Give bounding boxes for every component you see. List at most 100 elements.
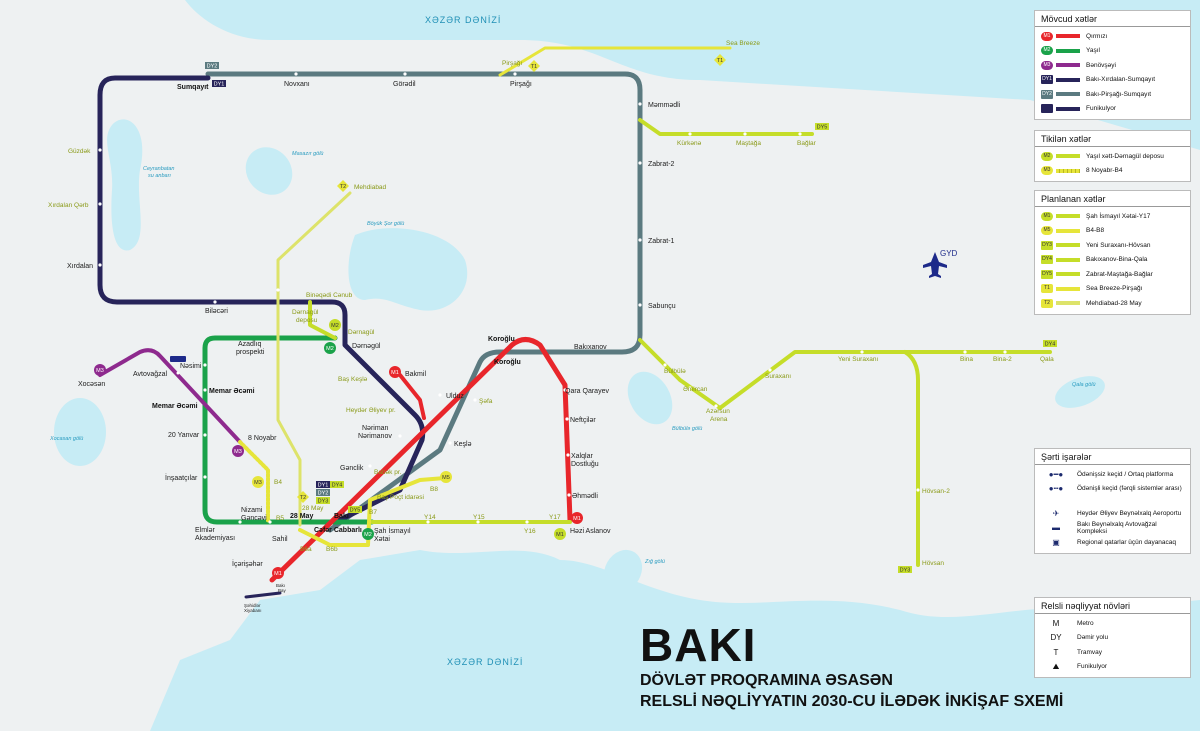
- line-m5: [298, 476, 447, 547]
- station-baki-bay-2: Bay: [278, 588, 287, 593]
- station-mehdiabad: Mehdiabad: [354, 184, 387, 191]
- station-novxani: Novxanı: [284, 81, 310, 88]
- station-darnagul-deposu-2: deposu: [296, 317, 318, 324]
- station-sah-ismayil-1: Şah İsmayıl: [374, 526, 411, 535]
- station-nizami-1: Nizami: [241, 507, 263, 514]
- line-dy2: [205, 71, 643, 533]
- legend-item-free-transfer: ●━●Ödənişsiz keçid / Ortaq platforma: [1041, 467, 1184, 482]
- station-insaatcilar: İnşaatçılar: [165, 473, 198, 482]
- station-b6b: B6b: [326, 546, 338, 553]
- station-bina: Bina: [960, 356, 973, 363]
- metro-icon: M: [1052, 618, 1060, 628]
- station-y14: Y14: [424, 514, 436, 521]
- airport-icon: [923, 252, 947, 278]
- station-azersun-1: Azərsun: [706, 408, 730, 415]
- map-subtitle-1: DÖVLƏT PROQRAMINA ƏSASƏN: [640, 672, 893, 689]
- station-azadliq-1: Azadlıq: [238, 341, 261, 348]
- station-b6a: B6a: [300, 546, 312, 553]
- train-icon: ▣: [1052, 537, 1060, 547]
- station-yeni-suraxani: Yeni Suraxanı: [838, 356, 878, 363]
- legend-item-bus-terminal: ▬Bakı Beynəlxalq Avtovağzal Kompleksi: [1041, 521, 1184, 536]
- station-koroglu-1: Koroğlu: [488, 336, 515, 343]
- badge-dy4-baki: DY4: [332, 483, 343, 489]
- station-xocasan: Xocəsən: [78, 381, 105, 388]
- station-nasimi: Nəsimi: [180, 363, 202, 370]
- station-b7: B7: [369, 509, 377, 516]
- legend-symbols: Şərti işarələr ●━●Ödənişsiz keçid / Orta…: [1034, 448, 1191, 554]
- railway-icon: DY: [1050, 633, 1062, 643]
- station-sumqayit: Sumqayıt: [177, 84, 209, 91]
- station-memar-acami-2: Memar Əcəmi: [152, 403, 198, 410]
- station-bilecari: Biləcəri: [205, 308, 228, 315]
- station-hovsan: Hövsan: [922, 560, 944, 567]
- station-qara-qarayev: Qara Qarayev: [565, 388, 609, 395]
- station-xirdalan-qerb: Xırdalan Qərb: [48, 202, 89, 209]
- lake-label-bulbule: Bülbülə gölü: [672, 426, 702, 432]
- station-sahidlar-2: Xiyabanı: [244, 608, 262, 613]
- airport-code: GYD: [940, 249, 958, 258]
- badge-dy1-baki: DY1: [318, 483, 329, 489]
- station-bas-posta: Baş Poçt idarəsi: [377, 494, 424, 501]
- line-m1: [269, 337, 573, 583]
- line-m2-construction: [308, 300, 337, 340]
- sea-label-bottom: XƏZƏR DƏNİZİ: [447, 657, 523, 667]
- airport-icon: ✈: [1052, 508, 1060, 518]
- map-title-block: BAKI DÖVLƏT PROQRAMINA ƏSASƏN RELSLİ NƏQ…: [640, 620, 1063, 712]
- badge-m2-xatai: M2: [364, 532, 372, 538]
- badge-dy2-baki: DY2: [318, 491, 329, 497]
- badge-m3-b4: M3: [254, 480, 262, 486]
- station-goradil: Görədil: [393, 81, 416, 88]
- paid-transfer-icon: ●╍●: [1048, 484, 1064, 494]
- station-hovsan-2: Hövsan-2: [922, 488, 950, 495]
- station-xirdalan: Xırdalan: [67, 263, 93, 270]
- station-nariman-2: Nərimanov: [358, 433, 392, 440]
- badge-m1-hazi-aslanov: M1: [573, 516, 581, 522]
- legend-symbols-title: Şərti işarələr: [1035, 449, 1190, 465]
- badge-m3-8noyabr: M3: [234, 449, 242, 455]
- station-xalqlar-2: Dostluğu: [571, 461, 599, 468]
- line-dy3-dy4: [638, 338, 1052, 410]
- station-pirsagi: Pirşağı: [510, 81, 532, 88]
- badge-dy5-baglar: DY5: [817, 125, 828, 131]
- station-sahidlar-1: Şəhidlər: [244, 603, 261, 608]
- station-binaqadi-cenub: Binəqədi Cənub: [306, 292, 353, 299]
- legend-construction-title: Tikilən xətlər: [1035, 131, 1190, 147]
- station-ulduz: Ulduz: [446, 393, 464, 400]
- station-bakmil: Bakmil: [405, 371, 426, 378]
- station-b4: B4: [274, 479, 282, 486]
- legend-item-funicular: Funikulyor: [1041, 102, 1184, 117]
- map-badges: DY2 DY1 DY5 DY4 DY3 DY1 DY2 DY3 DY4 DY5 …: [94, 54, 1057, 579]
- station-darnagul: Dərnəgül: [352, 343, 381, 350]
- station-babak: Babək pr.: [374, 469, 402, 476]
- station-azadliq-2: prospekti: [236, 349, 265, 356]
- badge-dy1-sumqayit: DY1: [214, 82, 225, 88]
- funicular-icon: ⛰: [1052, 661, 1060, 671]
- legend-item-paid-transfer: ●╍●Ödənişli keçid (fərqli sistemlər aras…: [1041, 482, 1184, 497]
- station-nizami-2: Gəncəvi: [241, 515, 267, 522]
- station-y15: Y15: [473, 514, 485, 521]
- line-m1-bakmil: [398, 373, 426, 420]
- lake-label-qala: Qala gölü: [1072, 382, 1096, 388]
- station-neftciler: Neftçilər: [570, 417, 596, 424]
- legend-planned-title: Planlanan xətlər: [1035, 191, 1190, 207]
- line-dy1: [97, 75, 426, 523]
- station-hazi-aslanov: Həzi Aslanov: [570, 528, 611, 535]
- station-8-noyabr: 8 Noyabr: [248, 435, 277, 442]
- badge-dy2-sumqayit: DY2: [207, 64, 218, 70]
- line-funicular: [244, 591, 282, 599]
- station-baki-bay-1: Bakı: [276, 583, 285, 588]
